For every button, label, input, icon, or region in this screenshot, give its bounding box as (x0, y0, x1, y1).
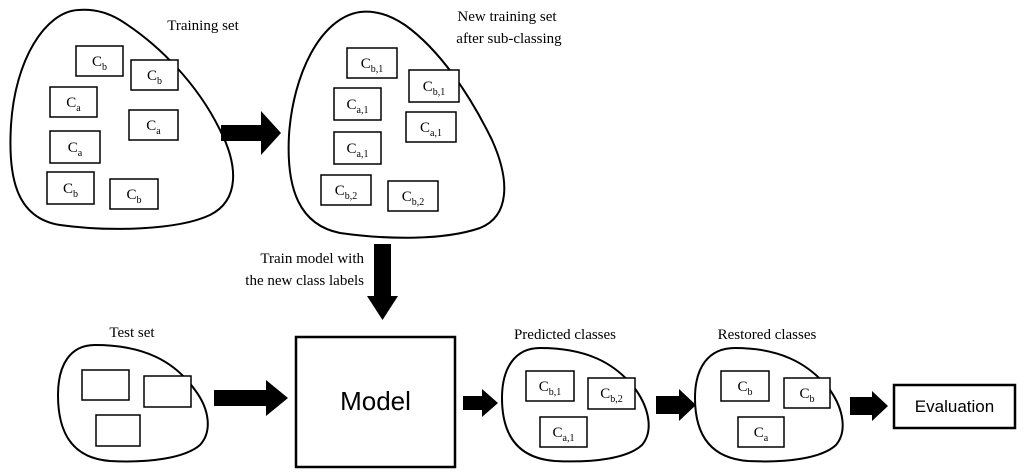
predicted-class-box: Cb,2 (587, 377, 636, 410)
new-training-set-caption-line1: New training set (457, 9, 557, 25)
training-set-box: Ca (49, 130, 101, 164)
predicted-classes-caption: Predicted classes (514, 327, 616, 343)
training-set-box: Ca (128, 109, 179, 141)
svg-text:Cb,1: Cb,1 (423, 79, 446, 98)
svg-text:Cb: Cb (126, 187, 141, 206)
restored-class-box: Ca (737, 416, 785, 448)
evaluation-box: Evaluation (892, 383, 1017, 430)
test-set-caption: Test set (109, 325, 155, 341)
arrow-right-icon (850, 391, 888, 421)
svg-text:Ca,1: Ca,1 (553, 425, 575, 444)
new-training-set-box: Cb,2 (320, 174, 372, 206)
arrow-right-icon (214, 380, 288, 416)
svg-text:Cb: Cb (737, 379, 752, 398)
evaluation-label: Evaluation (915, 397, 994, 416)
svg-text:Cb,2: Cb,2 (335, 183, 358, 202)
test-set-box (143, 375, 192, 408)
svg-text:Cb: Cb (147, 68, 162, 87)
svg-text:Ca: Ca (146, 118, 161, 137)
test-set-box (95, 414, 141, 447)
svg-text:Ca,1: Ca,1 (420, 120, 442, 139)
svg-text:Cb,1: Cb,1 (361, 56, 384, 75)
new-training-set-box: Ca,1 (405, 111, 457, 143)
svg-text:Cb,2: Cb,2 (600, 386, 623, 405)
predicted-class-box: Cb,1 (525, 370, 575, 402)
new-training-set-box: Cb,1 (408, 69, 460, 103)
new-training-set-blob (287, 10, 506, 239)
restored-class-box: Cb (783, 377, 831, 409)
arrow-right-icon (656, 389, 696, 421)
svg-text:Ca,1: Ca,1 (347, 97, 369, 116)
new-training-set-box: Cb,2 (387, 180, 439, 212)
test-set-box (81, 369, 130, 401)
restored-classes-blob (693, 346, 844, 463)
model-label: Model (340, 386, 411, 416)
arrow-right-icon (221, 111, 281, 155)
svg-text:Cb,1: Cb,1 (539, 379, 562, 398)
svg-text:Cb: Cb (63, 181, 78, 200)
restored-classes-caption: Restored classes (718, 327, 817, 343)
arrow-right-icon (463, 389, 498, 417)
new-training-set-box: Ca,1 (333, 131, 382, 165)
svg-text:Cb,2: Cb,2 (402, 189, 425, 208)
svg-text:Cb: Cb (92, 54, 107, 73)
train-model-caption-line1: Train model with (260, 251, 364, 267)
new-training-set-box: Cb,1 (346, 47, 398, 79)
training-set-caption: Training set (167, 18, 239, 34)
new-training-set-box: Ca,1 (333, 87, 382, 121)
training-set-box: Cb (109, 178, 159, 210)
training-set-box: Cb (75, 45, 124, 77)
arrow-down-icon (367, 244, 398, 320)
svg-text:Ca,1: Ca,1 (347, 141, 369, 160)
predicted-class-box: Ca,1 (539, 416, 588, 448)
predicted-classes-blob (500, 346, 650, 463)
train-model-caption-line2: the new class labels (245, 273, 364, 289)
training-set-box: Cb (130, 59, 179, 91)
model-box: Model (294, 335, 457, 469)
training-set-box: Cb (46, 171, 95, 205)
svg-text:Ca: Ca (66, 95, 81, 114)
svg-text:Ca: Ca (754, 425, 769, 444)
svg-text:Cb: Cb (799, 386, 814, 405)
svg-text:Ca: Ca (68, 140, 83, 159)
training-set-blob (9, 8, 235, 230)
restored-class-box: Cb (720, 370, 770, 402)
new-training-set-caption-line2: after sub-classing (456, 31, 562, 47)
training-set-box: Ca (49, 86, 98, 118)
